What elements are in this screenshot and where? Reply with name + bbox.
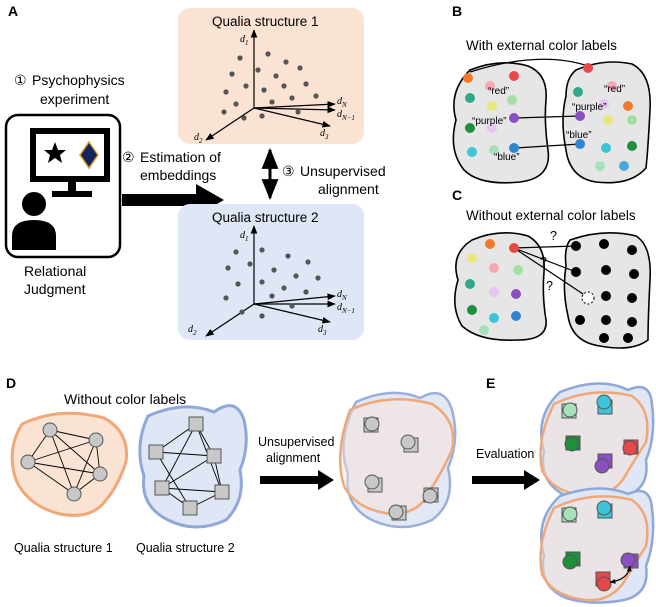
step3-label-line1: Unsupervised [300,163,386,179]
axis-d1-label-2: d1 [240,230,249,243]
step2-label-line2: embeddings [140,167,216,183]
step2-label-line1: Estimation of [140,149,221,165]
step1-label-line2: experiment [40,91,109,107]
qualia-structure-2-panel [178,204,364,340]
question-mark-3: ? [546,279,553,293]
diamond-icon [79,140,99,170]
axis-d2-label-1: d2 [194,132,203,145]
axis-dN-label-2: dN [337,289,347,302]
axis-dN1-label-2: dN−1 [337,302,355,315]
candidate-links [513,245,587,297]
axis-d3-label-1: d3 [320,128,329,141]
structure-c-left-blob [454,232,547,342]
embedding-plot-2 [205,225,336,337]
experiment-box [4,113,122,259]
axis-dN1-label-1: dN−1 [337,109,355,122]
evaluation-nodes-top [561,394,639,474]
panel-label-d: D [6,375,16,391]
alignment-label-line2: alignment [266,451,321,465]
purple-link-line [514,115,581,119]
alignment-arrow-d [260,470,334,490]
unknown-match-point [581,291,595,305]
panel-label-a: A [8,3,18,19]
embedding-plot-1 [205,29,336,141]
panel-label-e: E [486,375,495,391]
color-points-c-left [465,239,523,335]
person-icon [12,192,56,250]
question-mark-1: ? [550,229,557,243]
alignment-label-line1: Unsupervised [258,435,334,449]
structure-b-left-blob [452,62,550,184]
axis-d2-label-2: d2 [188,324,197,337]
aligned-nodes [363,416,439,521]
color-points-b-right [573,63,637,171]
axis-dN-label-1: dN [337,96,347,109]
axis-d1-label-1: d1 [240,34,249,47]
panel-label-b: B [452,3,462,19]
qualia-structure-2-title: Qualia structure 2 [212,210,319,225]
monitor-icon [30,128,110,197]
qualia-structure-1-caption: Qualia structure 1 [14,541,113,555]
blue-link-line [514,143,581,149]
unlabeled-points-c-right [571,239,639,343]
step3-label-line2: alignment [318,181,379,197]
star-icon [44,142,66,163]
question-mark-2: ? [540,255,547,269]
nodes-1 [20,422,108,502]
panel-b-title: With external color labels [466,38,617,53]
step3-number: ③ [282,163,295,179]
panel-d-title: Without color labels [64,391,186,407]
label-red-right: “red” [604,84,625,95]
label-blue-left: “blue” [494,152,520,163]
nodes-2 [148,416,230,516]
evaluation-label: Evaluation [476,447,534,461]
label-purple-right: “purple” [572,102,606,113]
judgment-line2: Judgment [24,281,86,297]
embedding-points-1 [221,51,319,121]
evaluation-arrow [472,470,540,490]
axis-d3-label-2: d3 [318,324,327,337]
panel-c-title: Without external color labels [466,208,636,223]
panel-label-c: C [452,187,462,203]
color-points-b-left [463,71,519,157]
red-link-line [469,58,589,73]
embedding-points-2 [223,247,321,319]
label-blue-right: “blue” [566,130,592,141]
qualia-structure-1-title: Qualia structure 1 [212,14,319,29]
step1-label-line1: Psychophysics [32,72,125,88]
mismatch-arrow [609,565,632,584]
label-red-left: “red” [488,86,509,97]
evaluation-nodes-bottom [561,500,639,592]
step2-number: ② [122,149,135,165]
label-purple-left: “purple” [472,116,506,127]
qualia-structure-2-caption: Qualia structure 2 [136,541,235,555]
step1-number: ① [14,72,27,88]
judgment-line1: Relational [24,263,86,279]
